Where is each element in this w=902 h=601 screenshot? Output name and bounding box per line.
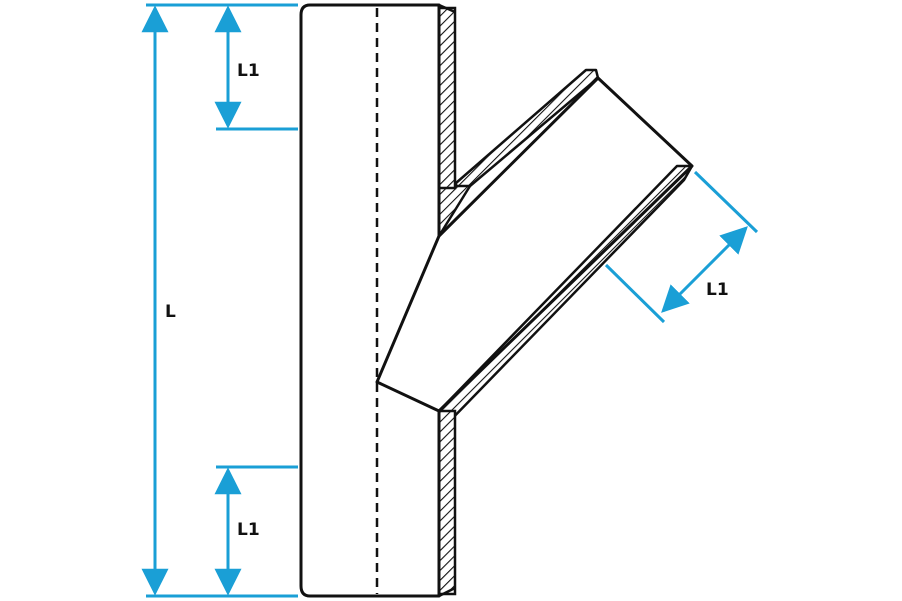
branch-upper-wall <box>454 68 600 196</box>
top-cap <box>438 3 456 14</box>
label-bottom-socket: L1 <box>237 520 260 540</box>
branch-bore-outline <box>437 76 694 413</box>
label-overall-length: L <box>165 302 176 322</box>
bottom-cap <box>438 586 456 598</box>
label-branch-socket: L1 <box>706 280 729 300</box>
branch-lower-wall <box>437 164 694 429</box>
main-pipe-outline <box>299 3 441 598</box>
dim-branch-socket <box>661 226 748 313</box>
ext-branch-end <box>693 170 759 234</box>
label-top-socket: L1 <box>237 61 260 81</box>
ext-branch-socket <box>604 263 666 324</box>
fitting-body <box>299 3 694 598</box>
main-right-wall-bottom <box>437 409 457 596</box>
main-right-wall-top <box>437 6 457 190</box>
dimensions <box>141 3 759 598</box>
